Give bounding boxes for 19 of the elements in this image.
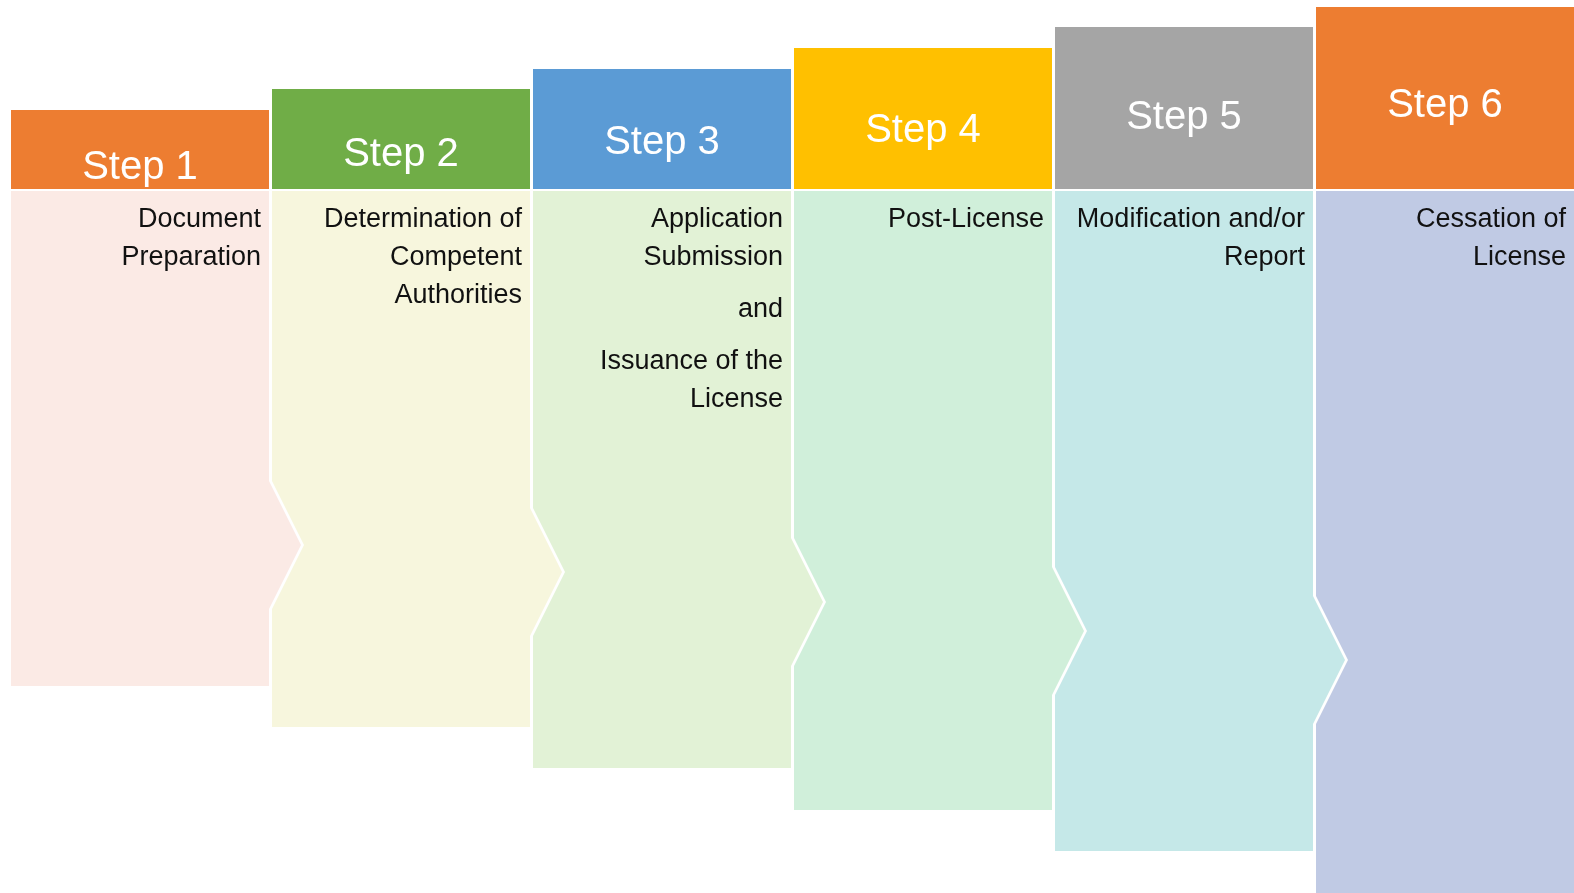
- step-heading: Step 5: [1125, 92, 1243, 139]
- step-description: Document Preparation: [120, 202, 261, 273]
- step-heading: Step 4: [864, 104, 982, 152]
- step-description: Determination of Competent Authorities: [322, 202, 522, 311]
- step-column: [1055, 27, 1345, 851]
- step-heading: Step 3: [603, 117, 721, 164]
- step-description: Post-License: [886, 202, 1044, 235]
- step-heading: Step 1: [81, 141, 199, 189]
- step-description: Issuance of the License: [598, 344, 783, 415]
- step-column: [533, 69, 823, 768]
- step-description: and: [736, 292, 783, 325]
- step-column: [272, 89, 562, 727]
- step-heading: Step 6: [1386, 80, 1504, 127]
- step-description: Modification and/or Report: [1075, 202, 1305, 273]
- step-description: Application Submission: [642, 202, 783, 273]
- step-description: Cessation of License: [1414, 202, 1566, 273]
- step-column: [11, 110, 301, 686]
- step-heading: Step 2: [342, 129, 460, 176]
- step-column: [1316, 7, 1574, 893]
